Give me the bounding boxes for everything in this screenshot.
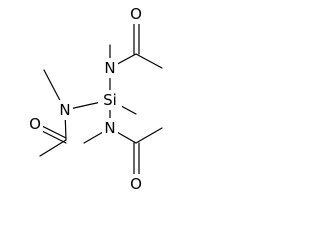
atom-o-left-bg	[27, 114, 43, 134]
atom-o-bottom-bg	[128, 174, 144, 194]
bond-carbonyl-bottom-methyl	[135, 127, 163, 144]
atom-n-bottom-label: N	[104, 119, 115, 137]
atom-n-top-bg	[102, 58, 118, 78]
atom-n-left-bg	[57, 100, 73, 120]
bond-carbonyl-left-o-a	[39, 124, 67, 139]
atom-o-top-bg	[128, 4, 144, 24]
atom-n-bottom-bg	[102, 118, 118, 138]
bond-carbonyl-left-o-b	[39, 129, 67, 144]
bond-carbonyl-top-methyl	[135, 53, 163, 69]
atom-n-top-label: N	[104, 59, 115, 77]
atom-o-top-label: O	[130, 5, 142, 23]
atom-o-left-label: O	[29, 115, 41, 133]
bond-carbonyl-left-methyl	[39, 139, 67, 157]
atom-labels: Si N N N O O O	[27, 4, 144, 194]
atom-si-bg	[98, 90, 122, 110]
chemical-structure: Si N N N O O O	[27, 4, 163, 194]
atom-si-label: Si	[103, 91, 117, 109]
atom-o-bottom-label: O	[130, 175, 142, 193]
atom-n-left-label: N	[59, 101, 70, 119]
